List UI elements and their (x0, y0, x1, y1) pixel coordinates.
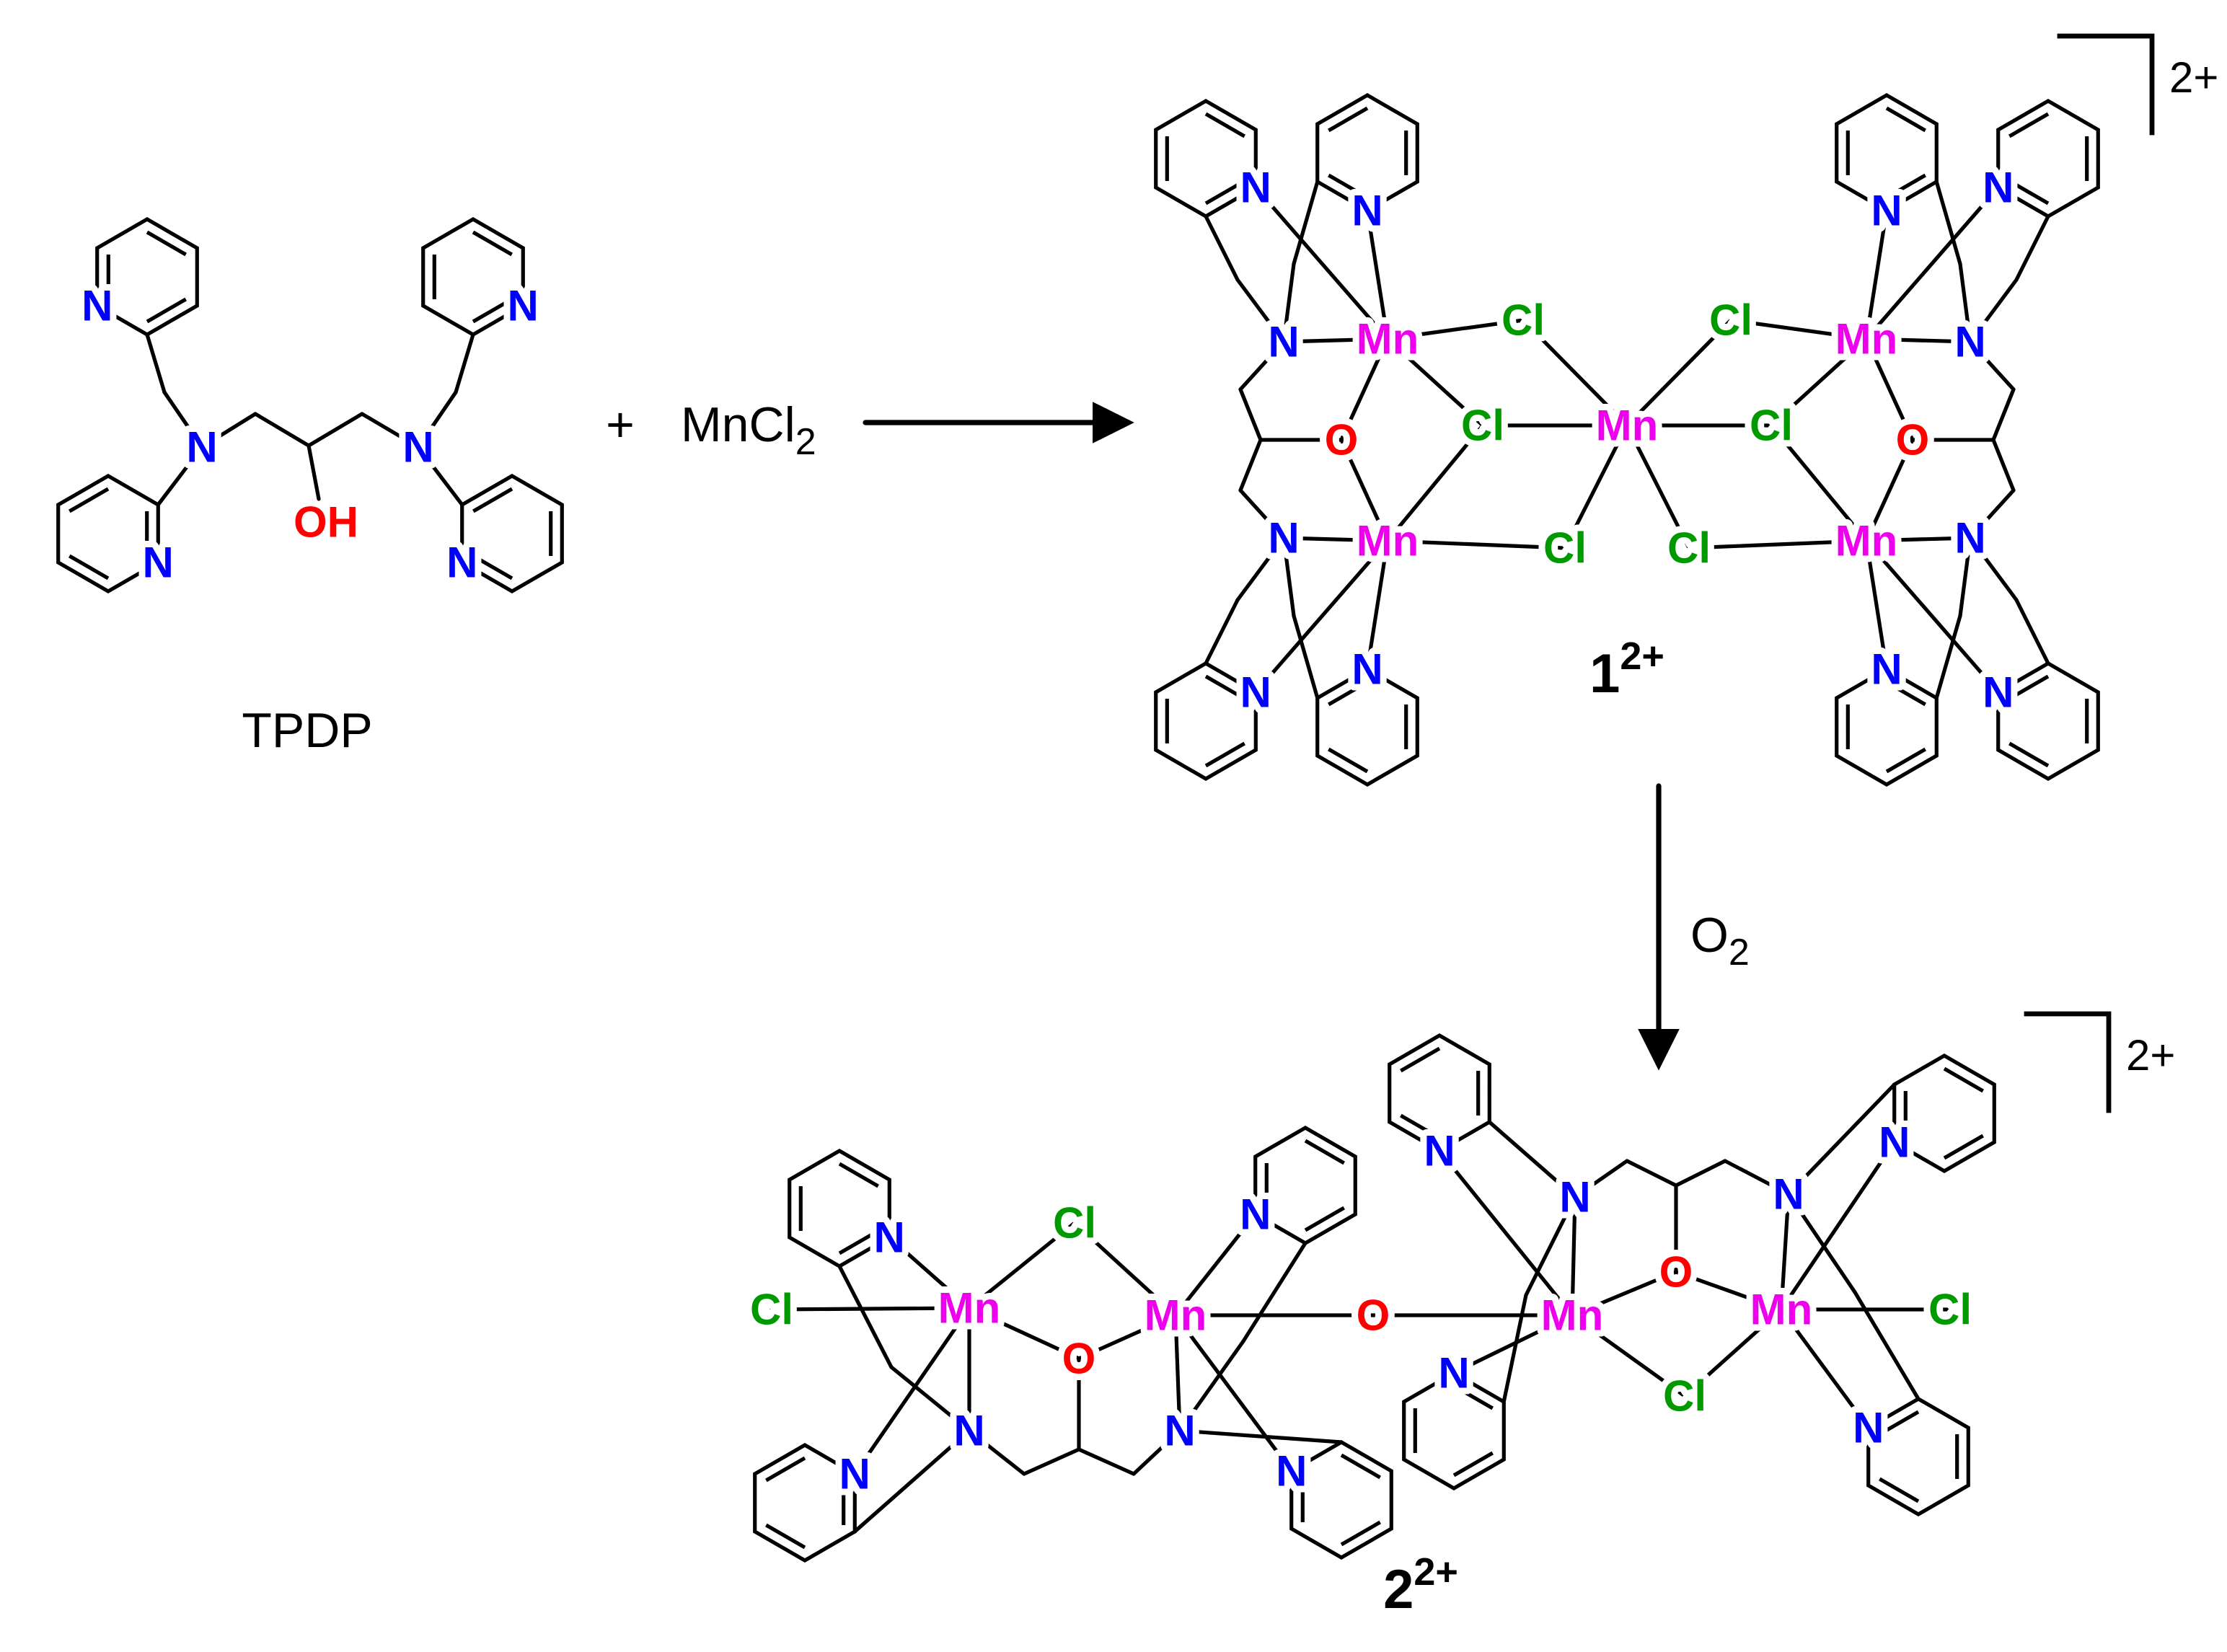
oxidant-subscript: 2 (1729, 932, 1750, 973)
complex2-label: 22+ (1383, 1550, 1458, 1620)
charge-bracket-complex1 (2057, 33, 2155, 136)
nitrogen-atom: N (1240, 668, 1271, 717)
nitrogen-atom: N (1559, 1173, 1590, 1222)
reagent-subscript: 2 (795, 421, 816, 463)
nitrogen-atom: N (1871, 187, 1902, 235)
complex1-number: 1 (1589, 643, 1620, 704)
complex1-charge: 2+ (1620, 635, 1664, 678)
manganese-atom: Mn (1145, 1291, 1207, 1340)
plus-sign: + (606, 397, 635, 452)
oxidant-formula: O2 (1690, 908, 1750, 973)
nitrogen-atom: N (1954, 318, 1985, 366)
nitrogen-labels: N N N N N N N N N N N N N N N N N N N N … (75, 157, 2020, 1505)
nitrogen-atom: N (1240, 164, 1271, 212)
chlorine-atom: Cl (1928, 1286, 1972, 1334)
complex1-bracket-charge: 2+ (2169, 53, 2218, 102)
oxidant-base: O (1690, 908, 1729, 963)
chlorine-atom: Cl (1053, 1199, 1096, 1247)
nitrogen-atom: N (1268, 318, 1299, 366)
bond-network (145, 180, 2050, 1534)
nitrogen-atom: N (143, 539, 174, 587)
manganese-atom: Mn (1357, 315, 1419, 363)
nitrogen-atom: N (1853, 1404, 1884, 1452)
nitrogen-atom: N (1773, 1170, 1804, 1219)
nitrogen-atom: N (1240, 1191, 1271, 1239)
nitrogen-atom: N (1424, 1127, 1455, 1175)
oxygen-atom: O (1659, 1248, 1693, 1297)
chlorine-atom: Cl (1543, 524, 1587, 573)
nitrogen-atom: N (81, 282, 113, 330)
nitrogen-atom: N (1983, 668, 2014, 717)
nitrogen-atom: N (1438, 1349, 1469, 1397)
chlorine-atom: Cl (1501, 296, 1545, 345)
chlorine-atom: Cl (1667, 524, 1711, 573)
nitrogen-atom: N (1983, 164, 2014, 212)
nitrogen-atom: N (508, 282, 539, 330)
manganese-atom: Mn (1541, 1291, 1604, 1340)
nitrogen-atom: N (1164, 1407, 1195, 1455)
complex2-skeleton-bonds (769, 1082, 1952, 1534)
oxygen-atom: O (1325, 416, 1359, 464)
nitrogen-atom: N (839, 1450, 870, 1498)
oxygen-labels: OH O O O O O (287, 410, 1936, 1390)
tpdp-skeleton-bonds (145, 332, 475, 507)
nitrogen-atom: N (446, 539, 477, 587)
manganese-atom: Mn (938, 1284, 1001, 1333)
manganese-labels: Mn Mn Mn Mn Mn Mn Mn Mn Mn (932, 309, 1905, 1346)
chlorine-labels: Cl Cl Cl Cl Cl Cl Cl Cl Cl Cl (744, 290, 1978, 1427)
ligand-name-label: TPDP (242, 703, 372, 758)
charge-bracket-complex2 (2024, 1011, 2112, 1113)
oxygen-atom: O (1896, 416, 1930, 464)
manganese-atom: Mn (1835, 517, 1898, 565)
hydroxyl-group: OH (294, 498, 358, 547)
oxygen-atom: O (1357, 1291, 1390, 1340)
nitrogen-atom: N (186, 423, 217, 472)
complex2-bracket-charge: 2+ (2126, 1031, 2175, 1079)
nitrogen-atom: N (1871, 645, 1902, 694)
chlorine-atom: Cl (1663, 1372, 1706, 1421)
complex1-skeleton-bonds (1204, 180, 2050, 700)
chlorine-atom: Cl (750, 1286, 793, 1334)
nitrogen-atom: N (1954, 514, 1985, 562)
nitrogen-atom: N (1268, 514, 1299, 562)
nitrogen-atom: N (953, 1407, 984, 1455)
complex1-label: 12+ (1589, 635, 1664, 704)
complex2-charge: 2+ (1414, 1550, 1458, 1594)
oxygen-atom: O (1062, 1335, 1096, 1383)
manganese-atom: Mn (1835, 315, 1898, 363)
chlorine-atom: Cl (1461, 402, 1504, 450)
manganese-atom: Mn (1750, 1286, 1813, 1334)
nitrogen-atom: N (402, 423, 433, 472)
chlorine-atom: Cl (1709, 296, 1752, 345)
nitrogen-atom: N (1276, 1447, 1307, 1496)
manganese-atom: Mn (1357, 517, 1419, 565)
nitrogen-atom: N (1351, 187, 1382, 235)
reagent-formula: MnCl2 (681, 397, 816, 463)
manganese-atom: Mn (1596, 402, 1659, 450)
nitrogen-atom: N (1351, 645, 1382, 694)
chlorine-atom: Cl (1750, 402, 1793, 450)
nitrogen-atom: N (1879, 1118, 1910, 1167)
complex2-number: 2 (1383, 1559, 1414, 1620)
reagent-base: MnCl (681, 397, 795, 452)
nitrogen-atom: N (874, 1214, 905, 1262)
